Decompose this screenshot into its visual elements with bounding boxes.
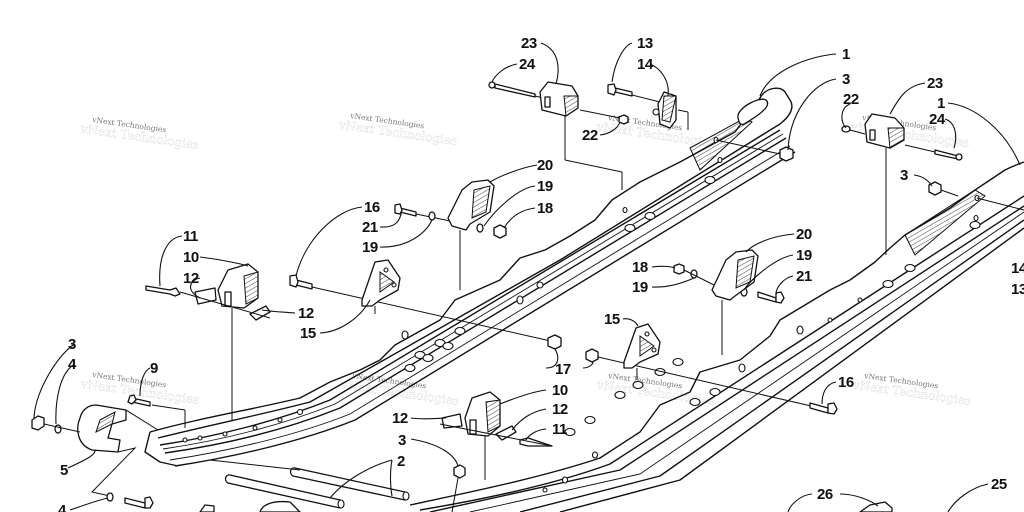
callout-5: 5	[60, 462, 68, 479]
callout-21: 21	[362, 219, 378, 236]
callout-14: 14	[637, 56, 654, 73]
callout-labels: 1 1 2 3 3 3 3 4 4 5 9 10 10 11 11 12 12 …	[58, 35, 1024, 512]
rail-holes	[542, 194, 981, 493]
callout-3: 3	[68, 336, 76, 353]
part-14-bracket	[652, 91, 689, 130]
callout-26: 26	[817, 486, 833, 503]
callout-20: 20	[537, 157, 553, 174]
callout-16: 16	[364, 199, 380, 216]
callout-12: 12	[298, 305, 314, 322]
callout-12: 12	[392, 410, 408, 427]
callout-12: 12	[552, 401, 568, 418]
callout-21: 21	[796, 268, 812, 285]
washer	[428, 211, 436, 221]
watermark: vNext Technologies vNext Technologies	[337, 111, 459, 148]
part-10-block-upper	[145, 263, 271, 420]
callout-3: 3	[842, 71, 850, 88]
callout-2: 2	[397, 453, 405, 470]
part-15-plate-lower	[623, 323, 661, 380]
callout-19: 19	[796, 247, 812, 264]
callout-1: 1	[937, 95, 945, 112]
part-5-front-bracket	[77, 404, 159, 497]
nut	[618, 114, 629, 125]
callout-19: 19	[632, 279, 648, 296]
callout-23: 23	[927, 75, 943, 92]
watermark: vNext Technologies vNext Technologies	[79, 115, 201, 152]
washer	[476, 223, 484, 233]
callout-20: 20	[796, 226, 812, 243]
callout-15: 15	[300, 325, 316, 342]
nut	[673, 263, 685, 275]
callout-13: 13	[637, 35, 653, 52]
callout-3: 3	[398, 432, 406, 449]
bolt	[934, 149, 959, 160]
watermark: vNext Technologies vNext Technologies	[851, 371, 973, 408]
bolt	[614, 87, 633, 97]
callout-1: 1	[842, 46, 850, 63]
callout-10: 10	[552, 382, 568, 399]
right-slide-rail	[409, 161, 1024, 512]
callout-16: 16	[838, 374, 854, 391]
bolt	[124, 497, 146, 509]
callout-22: 22	[582, 127, 598, 144]
callout-12: 12	[183, 270, 199, 287]
nut	[493, 224, 507, 239]
leader-lines	[33, 42, 1021, 512]
rail-holes	[182, 136, 723, 443]
washer	[106, 492, 114, 502]
bolt	[809, 402, 829, 414]
callout-18: 18	[632, 259, 648, 276]
callout-22: 22	[843, 91, 859, 108]
callout-4: 4	[58, 502, 67, 512]
part-23-stopper-lower	[864, 113, 905, 255]
nut	[547, 334, 562, 350]
part-20-arm-bracket-upper	[447, 179, 495, 290]
callout-17: 17	[555, 361, 571, 378]
bolt	[494, 83, 536, 98]
left-slide-rail	[144, 87, 796, 467]
bolt	[757, 291, 777, 303]
callout-11: 11	[552, 421, 567, 438]
callout-24: 24	[519, 56, 536, 73]
callout-4: 4	[68, 356, 77, 373]
callout-19: 19	[537, 178, 553, 195]
callout-24: 24	[929, 111, 946, 128]
callout-19: 19	[362, 239, 378, 256]
callout-14: 14	[1011, 260, 1024, 277]
nut	[31, 415, 45, 431]
callout-23: 23	[521, 35, 537, 52]
callout-18: 18	[537, 200, 553, 217]
callout-15: 15	[604, 311, 620, 328]
nut	[779, 146, 794, 162]
part-15-plate-upper	[361, 259, 401, 314]
nut	[585, 348, 599, 363]
part-23-stopper-upper	[539, 81, 623, 190]
part-20-arm-bracket-lower	[711, 249, 759, 355]
pin	[145, 285, 181, 297]
part-26-partial	[199, 500, 893, 512]
callout-25: 25	[991, 476, 1007, 493]
callout-13: 13	[1011, 281, 1024, 298]
callout-3: 3	[900, 167, 908, 184]
callout-11: 11	[183, 228, 198, 245]
callout-9: 9	[150, 360, 158, 377]
callout-10: 10	[183, 249, 199, 266]
part-10-block-lower	[439, 391, 553, 480]
nut	[453, 464, 466, 479]
washer	[841, 125, 851, 133]
cross-shafts	[209, 459, 410, 509]
